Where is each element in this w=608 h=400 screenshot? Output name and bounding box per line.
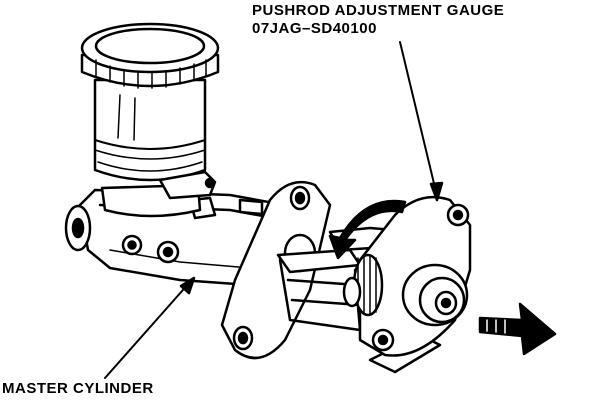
rotation-arrow bbox=[328, 199, 407, 260]
master-cylinder-label: MASTER CYLINDER bbox=[2, 380, 154, 397]
reservoir bbox=[93, 78, 217, 218]
leader-lines bbox=[104, 41, 444, 379]
reservoir-cap bbox=[80, 22, 220, 89]
pushrod-adjustment-gauge bbox=[276, 195, 472, 374]
master-cylinder-leader-arrowhead bbox=[179, 276, 196, 295]
gauge-leader-arrowhead bbox=[429, 181, 444, 202]
gauge-part-number-label: 07JAG–SD40100 bbox=[252, 20, 377, 37]
gauge-name-label: PUSHROD ADJUSTMENT GAUGE bbox=[252, 2, 505, 19]
push-direction-arrow bbox=[478, 302, 557, 356]
